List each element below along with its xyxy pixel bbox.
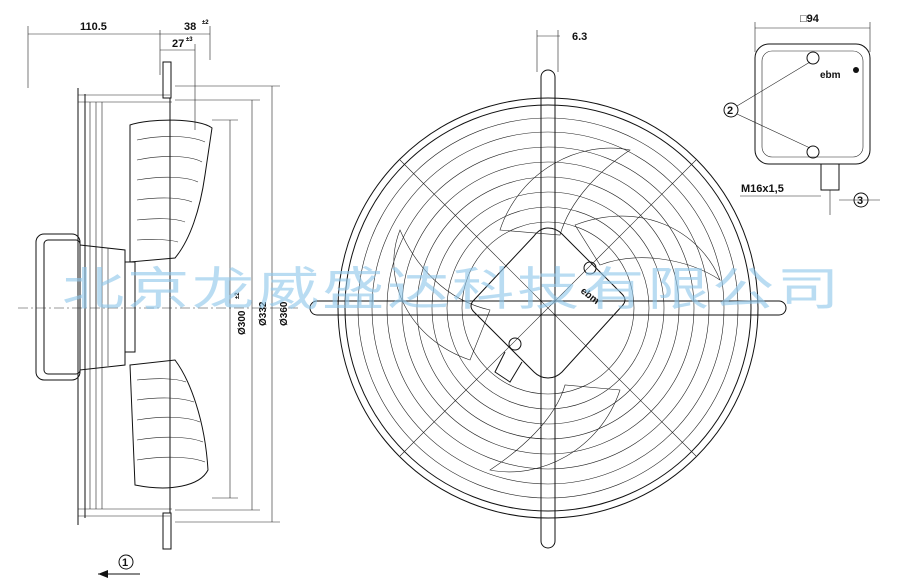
screw-bottom-icon xyxy=(806,145,820,159)
airflow-arrow-icon xyxy=(98,570,108,578)
watermark: 北京龙威盛达科技有限公司 xyxy=(62,262,842,316)
screw-top-icon xyxy=(806,51,820,65)
dim-dia-300-tol: ±2 xyxy=(235,292,241,299)
side-view: 110.5 38 ±2 27 ±3 xyxy=(18,20,300,578)
callout-2-label: 2 xyxy=(727,105,733,117)
dim-blade-depth-tol: ±3 xyxy=(186,37,193,43)
dim-overall-depth: 110.5 xyxy=(80,21,107,33)
spoke-horizontal xyxy=(309,300,787,316)
terminal-box xyxy=(754,43,871,165)
callout-2: 2 xyxy=(723,61,811,149)
mount-tab-bottom xyxy=(162,512,172,550)
dim-dia-300: Ø300 xyxy=(237,310,248,335)
mount-tab-top xyxy=(162,61,172,99)
blade-upper xyxy=(129,119,213,263)
dim-hub-depth: 38 xyxy=(184,21,196,33)
dim-thread: M16x1,5 xyxy=(741,183,784,195)
spoke-vertical xyxy=(540,69,556,549)
guard-ribs xyxy=(77,88,172,525)
dim-blade-depth: 27 xyxy=(172,38,184,50)
callout-1: 1 xyxy=(98,554,140,578)
box-logo: ebm xyxy=(820,70,841,81)
motor xyxy=(35,233,136,381)
callout-3: 3 xyxy=(853,192,869,208)
terminal-box-view: □94 ebm M16x1,5 2 3 xyxy=(723,13,880,215)
dim-hub-depth-tol: ±2 xyxy=(202,20,209,26)
diameter-dims: Ø300 ±2 Ø332 Ø360 xyxy=(175,85,290,523)
cable-gland xyxy=(820,163,840,191)
callout-3-label: 3 xyxy=(857,195,863,207)
blade-lower xyxy=(129,359,209,489)
dim-dia-332: Ø332 xyxy=(258,301,269,326)
dim-spoke-width: 6.3 xyxy=(572,31,587,43)
callout-1-label: 1 xyxy=(122,557,128,569)
dim-dia-360: Ø360 xyxy=(279,301,290,326)
dim-box-size: □94 xyxy=(800,13,820,25)
front-view: 6.3 ebm xyxy=(309,30,787,549)
